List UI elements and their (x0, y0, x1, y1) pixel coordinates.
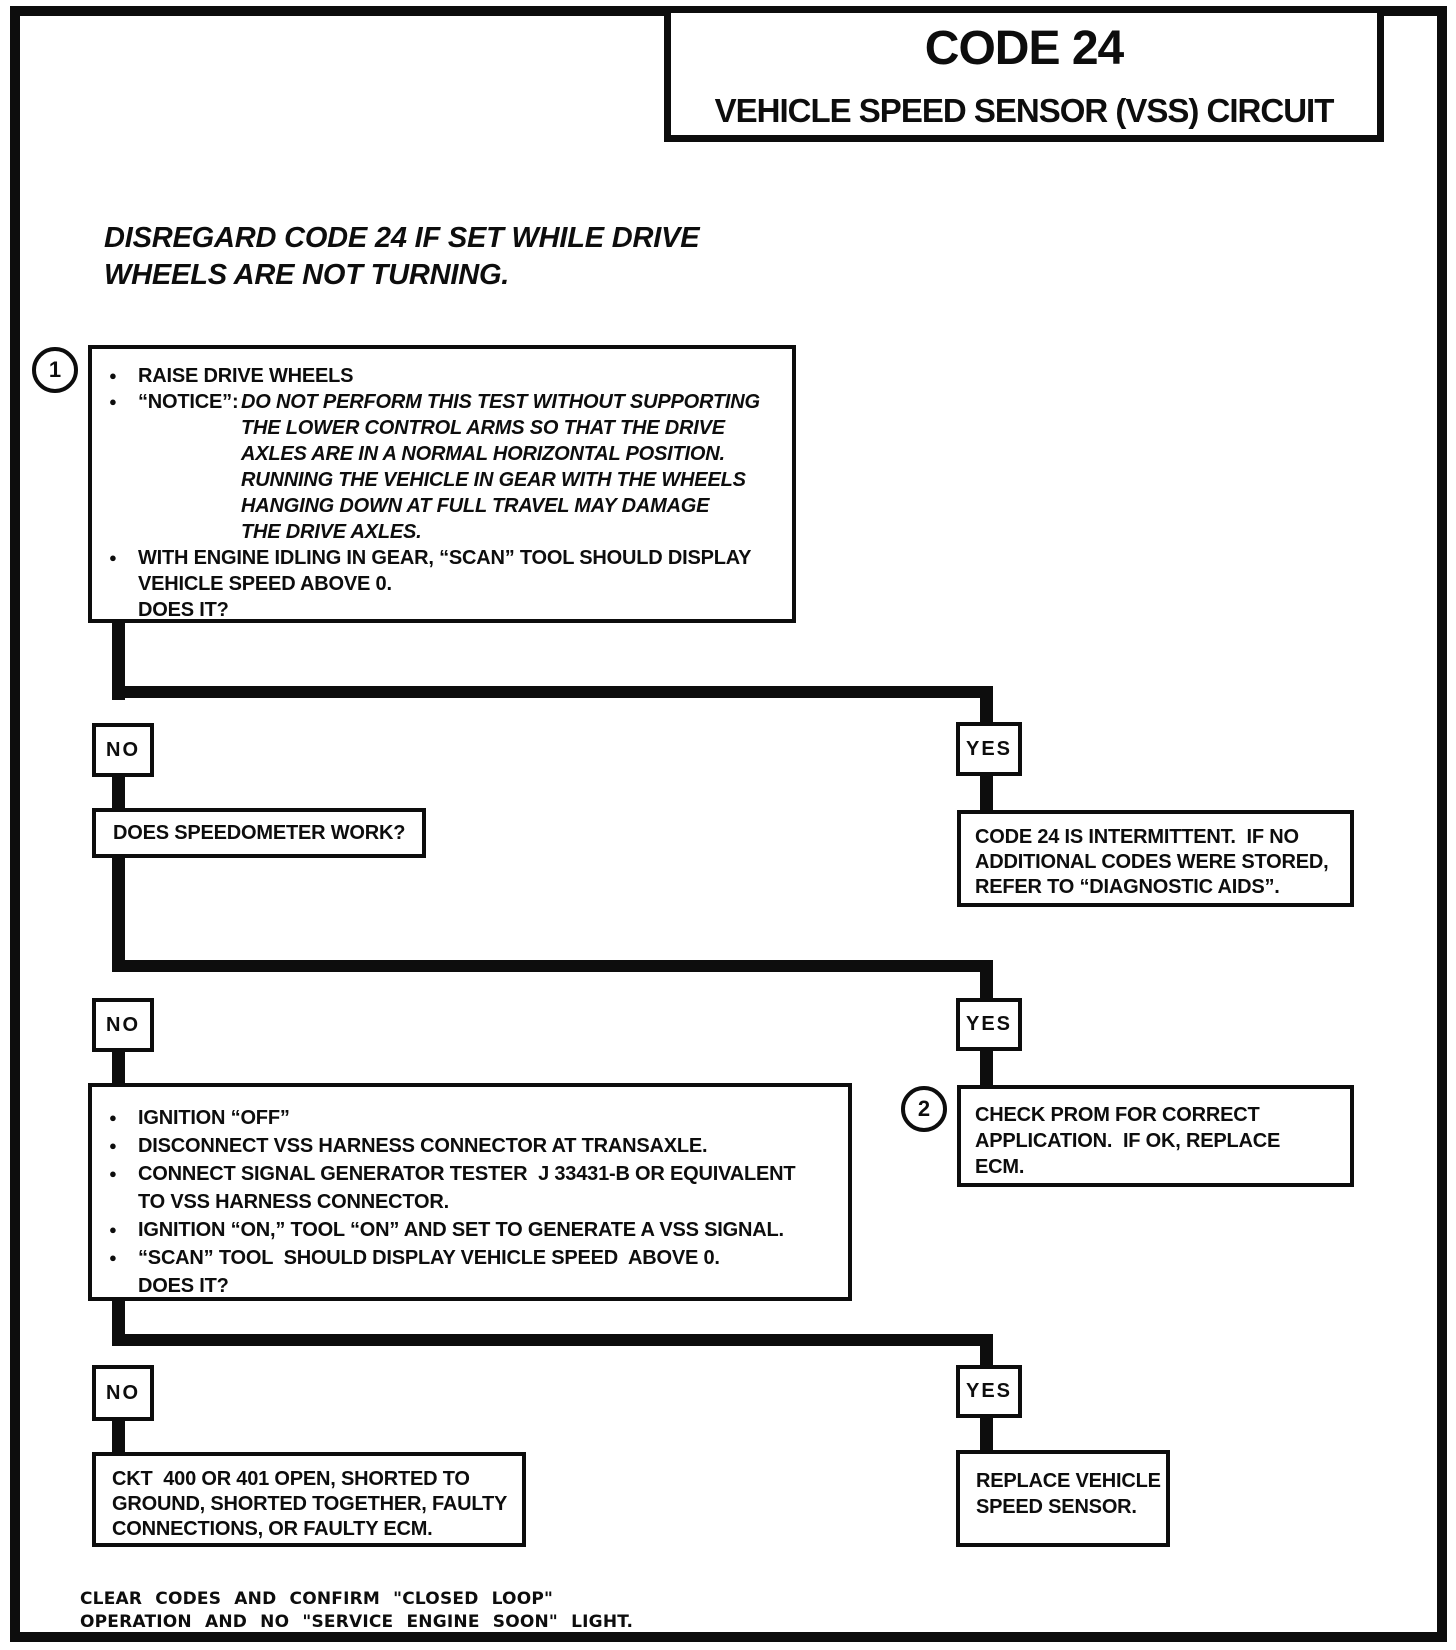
decision-no-1: NO (92, 723, 154, 777)
bullet-icon: ● (109, 1166, 117, 1181)
notice-line: THE DRIVE AXLES. (241, 521, 422, 543)
check-prom-line: ECM. (975, 1156, 1025, 1178)
connector-branch-2 (112, 960, 993, 972)
connector-branch-1 (112, 686, 993, 698)
step2-bullet-ignition-off: ● IGNITION “OFF” (92, 1104, 848, 1132)
connector-stem-1 (112, 621, 125, 700)
connector-no2-down (112, 1052, 125, 1085)
replace-sensor-box: REPLACE VEHICLE SPEED SENSOR. (956, 1450, 1170, 1547)
notice-line: AXLES ARE IN A NORMAL HORIZONTAL POSITIO… (241, 443, 725, 465)
bullet-icon: ● (109, 550, 117, 565)
step-2-box: ● IGNITION “OFF” ● DISCONNECT VSS HARNES… (88, 1083, 852, 1301)
step2-bullet-text: CONNECT SIGNAL GENERATOR TESTER J 33431-… (138, 1160, 796, 1216)
step-2-badge: 2 (901, 1086, 947, 1132)
step2-bullet-line: CONNECT SIGNAL GENERATOR TESTER J 33431-… (138, 1163, 796, 1185)
connector-yes1-down (980, 776, 993, 812)
scan-text: WITH ENGINE IDLING IN GEAR, “SCAN” TOOL … (138, 545, 752, 623)
speedometer-question: DOES SPEEDOMETER WORK? (113, 821, 406, 844)
decision-no-3: NO (92, 1365, 154, 1421)
warning-line: DISREGARD CODE 24 IF SET WHILE DRIVE (104, 222, 700, 254)
notice-line: HANGING DOWN AT FULL TRAVEL MAY DAMAGE (241, 495, 710, 517)
connector-drop-1-yes (980, 686, 993, 726)
step1-bullet1-text: RAISE DRIVE WHEELS (138, 365, 354, 387)
bullet-icon: ● (109, 1110, 117, 1125)
notice-line: RUNNING THE VEHICLE IN GEAR WITH THE WHE… (241, 469, 746, 491)
intermittent-result-box: CODE 24 IS INTERMITTENT. IF NO ADDITIONA… (957, 810, 1354, 907)
ckt-fault-line: CONNECTIONS, OR FAULTY ECM. (112, 1518, 433, 1540)
step2-bullet-text: DISCONNECT VSS HARNESS CONNECTOR AT TRAN… (138, 1135, 708, 1157)
warning-line: WHEELS ARE NOT TURNING. (104, 259, 510, 291)
step2-bullet-scan-tool: ● “SCAN” TOOL SHOULD DISPLAY VEHICLE SPE… (92, 1244, 848, 1300)
page-subtitle: VEHICLE SPEED SENSOR (VSS) CIRCUIT (714, 92, 1335, 129)
decision-yes-1: YES (956, 722, 1022, 776)
notice-line: DO NOT PERFORM THIS TEST WITHOUT SUPPORT… (241, 391, 760, 413)
bullet-icon: ● (109, 1222, 117, 1237)
replace-sensor-line: SPEED SENSOR. (976, 1496, 1137, 1518)
bullet-icon: ● (109, 394, 117, 409)
intermittent-line: ADDITIONAL CODES WERE STORED, (975, 851, 1329, 873)
speedometer-question-box: DOES SPEEDOMETER WORK? (92, 808, 426, 858)
decision-no-2: NO (92, 998, 154, 1052)
step2-bullet-line: TO VSS HARNESS CONNECTOR. (138, 1191, 449, 1213)
disregard-warning: DISREGARD CODE 24 IF SET WHILE DRIVE WHE… (104, 220, 700, 294)
step2-bullet-ignition-on: ● IGNITION “ON,” TOOL “ON” AND SET TO GE… (92, 1216, 848, 1244)
scan-line: VEHICLE SPEED ABOVE 0. (138, 573, 392, 595)
connector-no3-down (112, 1421, 125, 1454)
ckt-fault-box: CKT 400 OR 401 OPEN, SHORTED TO GROUND, … (92, 1452, 526, 1547)
step2-bullet-text: “SCAN” TOOL SHOULD DISPLAY VEHICLE SPEED… (138, 1244, 720, 1300)
ckt-fault-line: CKT 400 OR 401 OPEN, SHORTED TO (112, 1468, 470, 1490)
notice-label: “NOTICE”: (138, 391, 250, 413)
intermittent-line: REFER TO “DIAGNOSTIC AIDS”. (975, 876, 1280, 898)
step2-bullet-text: IGNITION “OFF” (138, 1107, 290, 1129)
bullet-icon: ● (109, 1250, 117, 1265)
footer-line: CLEAR CODES AND CONFIRM "CLOSED LOOP" (80, 1589, 554, 1609)
step1-bullet-notice: ● “NOTICE”: DO NOT PERFORM THIS TEST WIT… (92, 389, 792, 545)
connector-drop-3-yes (980, 1334, 993, 1369)
step2-bullet-disconnect: ● DISCONNECT VSS HARNESS CONNECTOR AT TR… (92, 1132, 848, 1160)
notice-line: THE LOWER CONTROL ARMS SO THAT THE DRIVE (241, 417, 725, 439)
scan-line: DOES IT? (138, 599, 229, 621)
step2-bullet-connect-tester: ● CONNECT SIGNAL GENERATOR TESTER J 3343… (92, 1160, 848, 1216)
title-box: CODE 24 VEHICLE SPEED SENSOR (VSS) CIRCU… (664, 6, 1384, 142)
step1-bullet-scan: ● WITH ENGINE IDLING IN GEAR, “SCAN” TOO… (92, 545, 792, 623)
ckt-fault-line: GROUND, SHORTED TOGETHER, FAULTY (112, 1493, 508, 1515)
step-1-badge: 1 (32, 347, 78, 393)
check-prom-line: APPLICATION. IF OK, REPLACE (975, 1130, 1281, 1152)
decision-yes-3: YES (956, 1365, 1022, 1418)
check-prom-box: CHECK PROM FOR CORRECT APPLICATION. IF O… (957, 1085, 1354, 1187)
scan-line: WITH ENGINE IDLING IN GEAR, “SCAN” TOOL … (138, 547, 752, 569)
step2-bullet-text: IGNITION “ON,” TOOL “ON” AND SET TO GENE… (138, 1219, 784, 1241)
connector-stem-2 (112, 858, 125, 972)
decision-yes-2: YES (956, 998, 1022, 1051)
connector-drop-2-yes (980, 960, 993, 1002)
footer-note: CLEAR CODES AND CONFIRM "CLOSED LOOP" OP… (80, 1588, 633, 1634)
check-prom-line: CHECK PROM FOR CORRECT (975, 1104, 1260, 1126)
connector-yes3-down (980, 1418, 993, 1452)
bullet-icon: ● (109, 1138, 117, 1153)
step2-bullet-line: “SCAN” TOOL SHOULD DISPLAY VEHICLE SPEED… (138, 1247, 720, 1269)
step1-bullet-raise: ● RAISE DRIVE WHEELS (92, 363, 792, 389)
bullet-icon: ● (109, 368, 117, 383)
connector-branch-3 (112, 1334, 993, 1346)
notice-text: DO NOT PERFORM THIS TEST WITHOUT SUPPORT… (241, 389, 760, 545)
step2-bullet-line: DOES IT? (138, 1275, 229, 1297)
page-title: CODE 24 (924, 22, 1124, 75)
step-1-box: ● RAISE DRIVE WHEELS ● “NOTICE”: DO NOT … (88, 345, 796, 623)
connector-yes2-down (980, 1051, 993, 1087)
replace-sensor-line: REPLACE VEHICLE (976, 1470, 1161, 1492)
intermittent-line: CODE 24 IS INTERMITTENT. IF NO (975, 826, 1299, 848)
footer-line: OPERATION AND NO "SERVICE ENGINE SOON" L… (80, 1612, 634, 1632)
connector-no1-down (112, 777, 125, 810)
